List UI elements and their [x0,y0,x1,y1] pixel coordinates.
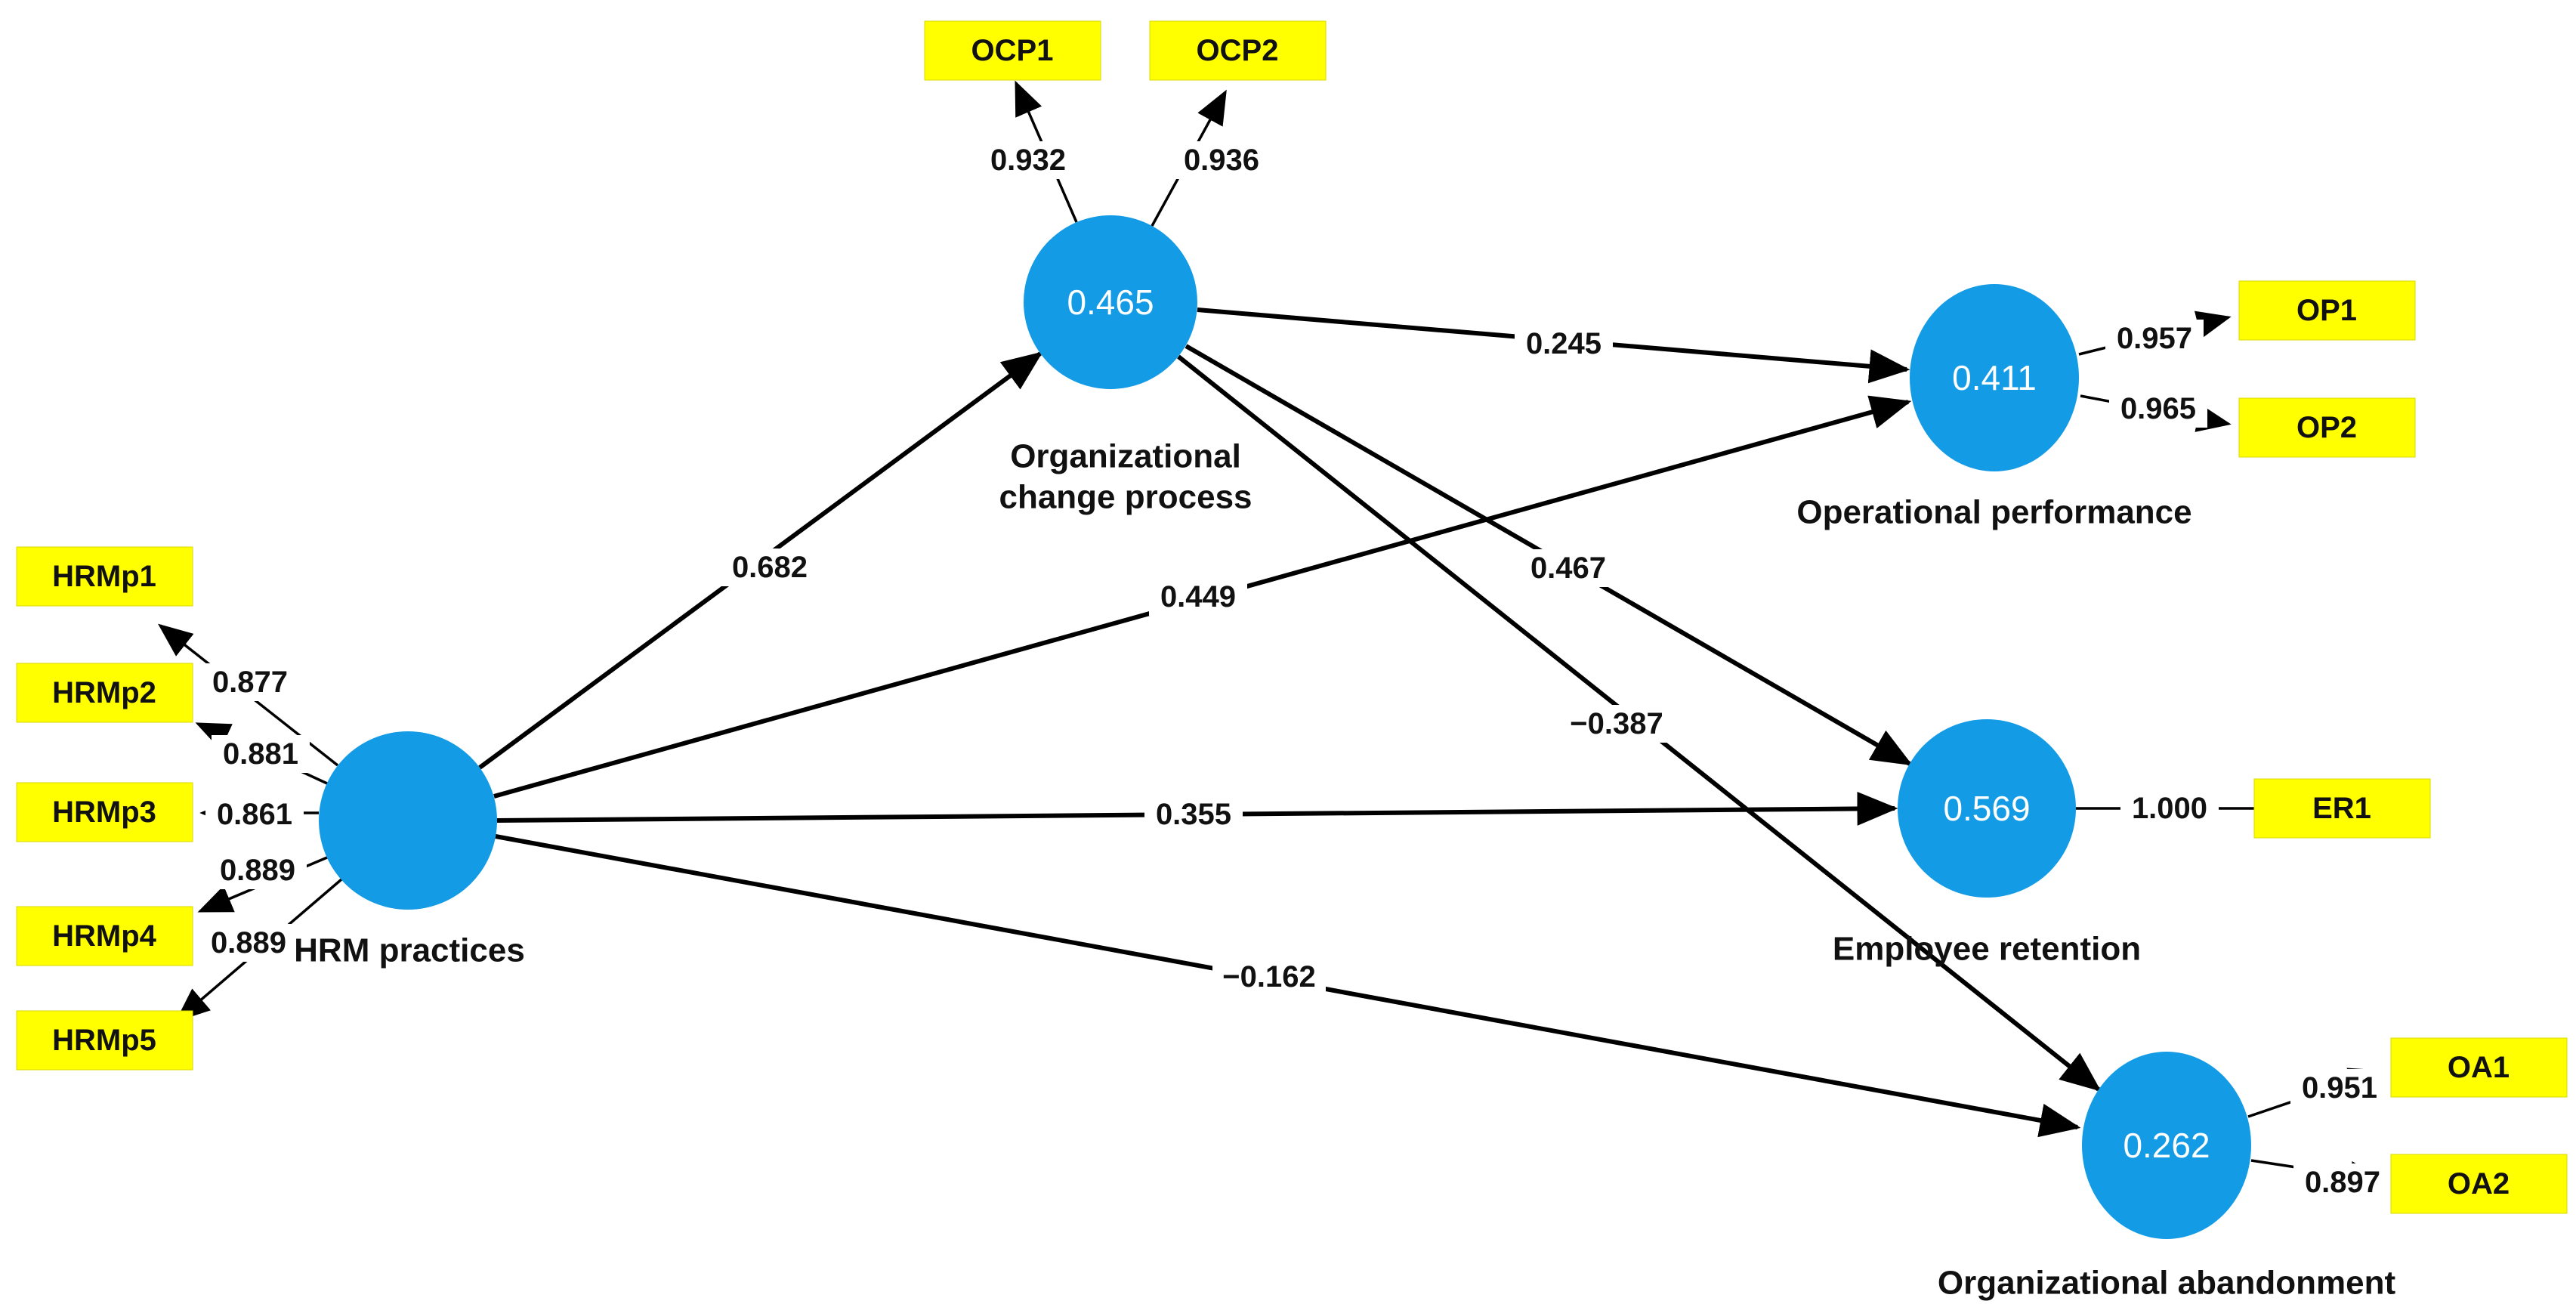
label-backgrounds [199,141,2392,1201]
loading-oa2: 0.897 [2305,1166,2380,1199]
latent-employee-retention [1898,719,2076,898]
indicator-op1 [2238,280,2416,341]
loading-hrmp1: 0.877 [212,666,288,699]
indicator-oa2-label: OA2 [2448,1167,2510,1200]
indicator-ocp1-label: OCP1 [971,34,1054,67]
loading-oa1: 0.951 [2302,1071,2377,1105]
indicator-hrmp4 [16,906,193,966]
coef-ocp-er: 0.467 [1530,552,1606,585]
indicator-hrmp3 [16,782,193,842]
loading-er1: 1.000 [2132,792,2207,825]
loading-hrmp5: 0.889 [211,926,286,959]
indicator-hrmp5 [16,1010,193,1071]
coef-ocp-oa: −0.387 [1570,707,1663,740]
indicator-er1-label: ER1 [2312,792,2371,825]
indicator-op1-label: OP1 [2296,294,2357,327]
loading-op2: 0.965 [2120,392,2196,425]
indicator-ocp2-label: OCP2 [1197,34,1279,67]
loading-labels: 0.877 0.881 0.861 0.889 0.889 0.932 0.93… [211,144,2380,1199]
indicator-boxes: HRMp1 HRMp2 HRMp3 HRMp4 HRMp5 OCP1 OCP2 … [16,20,2568,1214]
loading-ocp2: 0.936 [1184,144,1259,177]
indicator-oa2 [2390,1154,2568,1214]
coef-hrm-er: 0.355 [1156,798,1231,831]
indicator-op2-label: OP2 [2296,411,2357,444]
latent-hrm-practices [319,731,497,910]
loading-hrmp2: 0.881 [223,737,298,771]
indicator-ocp2 [1149,20,1327,81]
coef-ocp-op: 0.245 [1526,327,1602,360]
r2-operational-performance: 0.411 [1952,358,2037,397]
loading-hrmp4: 0.889 [220,854,295,887]
coef-hrm-op: 0.449 [1160,580,1236,613]
indicator-oa1-label: OA1 [2448,1051,2510,1084]
name-organizational-abandonment: Organizational abandonment [1938,1265,2396,1302]
indicator-hrmp5-label: HRMp5 [52,1024,156,1057]
r2-organizational-change-process: 0.465 [1067,283,1154,322]
path-coefficients: 0.682 0.449 0.355 −0.162 0.245 0.467 −0.… [732,327,1663,993]
indicator-hrmp3-label: HRMp3 [52,796,156,829]
latent-variables: 0.465 0.411 0.569 0.262 [319,215,2251,1239]
indicator-hrmp1-label: HRMp1 [52,560,156,593]
indicator-hrmp4-label: HRMp4 [52,919,157,953]
loading-op1: 0.957 [2117,322,2192,355]
indicator-hrmp1 [16,546,193,607]
indicator-hrmp2 [16,663,193,723]
indicator-hrmp2-label: HRMp2 [52,676,156,709]
loading-hrmp3: 0.861 [217,798,292,831]
latent-names: HRM practices Organizational change proc… [294,438,2395,1302]
measurement-paths [158,80,2384,1190]
name-operational-performance: Operational performance [1796,494,2191,531]
name-ocp-line1: Organizational [1010,438,1241,475]
r2-organizational-abandonment: 0.262 [2123,1126,2210,1165]
name-hrm-practices: HRM practices [294,932,525,969]
indicator-oa1 [2390,1037,2568,1098]
loading-ocp1: 0.932 [990,144,1066,177]
coef-hrm-oa: −0.162 [1222,960,1315,993]
indicator-er1 [2253,778,2431,839]
latent-organizational-abandonment [2082,1052,2251,1239]
indicator-op2 [2238,397,2416,458]
latent-organizational-change-process [1024,215,1197,389]
coef-hrm-ocp: 0.682 [732,551,808,584]
r2-employee-retention: 0.569 [1943,789,2030,828]
name-employee-retention: Employee retention [1833,931,2141,968]
latent-operational-performance [1910,284,2079,471]
structural-paths [478,307,2102,1138]
name-ocp-line2: change process [999,479,1252,516]
indicator-ocp1 [924,20,1101,81]
